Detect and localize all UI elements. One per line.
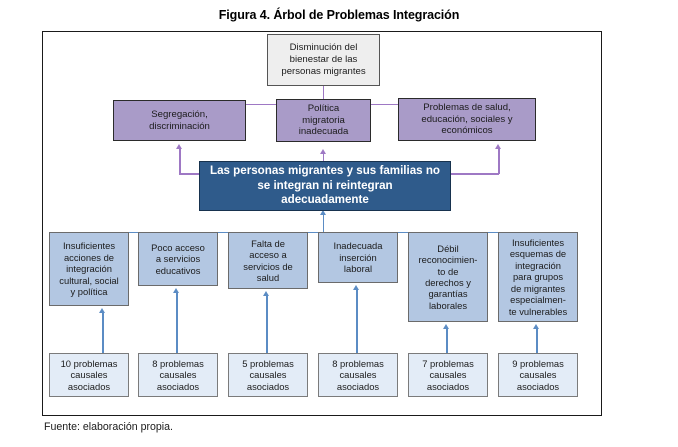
node-core-problem[interactable]: Las personas migrantes y sus familias no… (199, 161, 451, 211)
node-effect-1[interactable]: Segregación, discriminación (113, 100, 246, 141)
node-subcause-3[interactable]: 5 problemas causales asociados (228, 353, 308, 397)
connector-causes-to-core-vertical (322, 215, 325, 232)
node-cause-5[interactable]: Débil reconocimien- to de derechos y gar… (408, 232, 488, 322)
node-cause-2[interactable]: Poco acceso a servicios educativos (138, 232, 218, 286)
node-subcause-6-label: 9 problemas causales asociados (512, 357, 564, 392)
node-subcause-4[interactable]: 8 problemas causales asociados (318, 353, 398, 397)
node-effect-3[interactable]: Problemas de salud, educación, sociales … (398, 98, 536, 141)
connector-bus-riser-effect-3 (498, 149, 500, 174)
connector-sub-6-to-cause-6 (536, 329, 538, 353)
node-subcause-2-label: 8 problemas causales asociados (152, 357, 204, 392)
node-subcause-4-label: 8 problemas causales asociados (332, 357, 384, 392)
node-effect-1-label: Segregación, discriminación (149, 108, 210, 132)
connector-effects-to-top-vertical (322, 86, 325, 104)
node-cause-3[interactable]: Falta de acceso a servicios de salud (228, 232, 308, 289)
arrow-sub-4 (353, 285, 359, 290)
arrow-riser-effect-1 (176, 144, 182, 149)
node-cause-6-label: Insuficientes esquemas de integración pa… (508, 236, 568, 317)
node-subcause-6[interactable]: 9 problemas causales asociados (498, 353, 578, 397)
connector-sub-1-to-cause-1 (102, 313, 104, 353)
connector-bus-riser-effect-1 (179, 149, 181, 174)
connector-sub-3-to-cause-3 (266, 296, 268, 353)
connector-sub-4-to-cause-4 (356, 290, 358, 353)
arrow-core-to-effect-2 (319, 149, 326, 154)
node-cause-6[interactable]: Insuficientes esquemas de integración pa… (498, 232, 578, 322)
node-subcause-3-label: 5 problemas causales asociados (242, 357, 294, 392)
figure-source: Fuente: elaboración propia. (44, 421, 173, 433)
node-cause-5-label: Débil reconocimien- to de derechos y gar… (418, 242, 478, 311)
node-subcause-1[interactable]: 10 problemas causales asociados (49, 353, 129, 397)
figure-title: Figura 4. Árbol de Problemas Integración (218, 8, 460, 22)
arrow-sub-2 (173, 288, 179, 293)
node-cause-2-label: Poco acceso a servicios educativos (151, 241, 205, 276)
diagram-frame: Disminución del bienestar de las persona… (42, 31, 602, 416)
connector-sub-5-to-cause-5 (446, 329, 448, 353)
node-subcause-5-label: 7 problemas causales asociados (422, 357, 474, 392)
node-top-effect[interactable]: Disminución del bienestar de las persona… (267, 34, 380, 86)
node-top-effect-label: Disminución del bienestar de las persona… (281, 42, 366, 77)
node-effect-2-label: Política migratoria inadecuada (298, 102, 349, 138)
node-cause-4[interactable]: Inadecuada inserción laboral (318, 232, 398, 283)
arrow-sub-1 (99, 308, 105, 313)
arrow-riser-effect-3 (495, 144, 501, 149)
arrow-causes-to-core (319, 210, 326, 215)
node-subcause-5[interactable]: 7 problemas causales asociados (408, 353, 488, 397)
node-cause-3-label: Falta de acceso a servicios de salud (243, 237, 293, 283)
node-cause-1-label: Insuficientes acciones de integración cu… (59, 240, 119, 298)
node-subcause-2[interactable]: 8 problemas causales asociados (138, 353, 218, 397)
node-cause-1[interactable]: Insuficientes acciones de integración cu… (49, 232, 129, 306)
node-effect-3-label: Problemas de salud, educación, sociales … (421, 101, 513, 137)
arrow-sub-6 (533, 324, 539, 329)
arrow-sub-5 (443, 324, 449, 329)
node-cause-4-label: Inadecuada inserción laboral (333, 240, 383, 275)
connector-sub-2-to-cause-2 (176, 293, 178, 353)
node-subcause-1-label: 10 problemas causales asociados (60, 357, 118, 392)
node-effect-2[interactable]: Política migratoria inadecuada (276, 99, 371, 142)
arrow-sub-3 (263, 291, 269, 296)
node-core-problem-label: Las personas migrantes y sus familias no… (209, 163, 441, 207)
